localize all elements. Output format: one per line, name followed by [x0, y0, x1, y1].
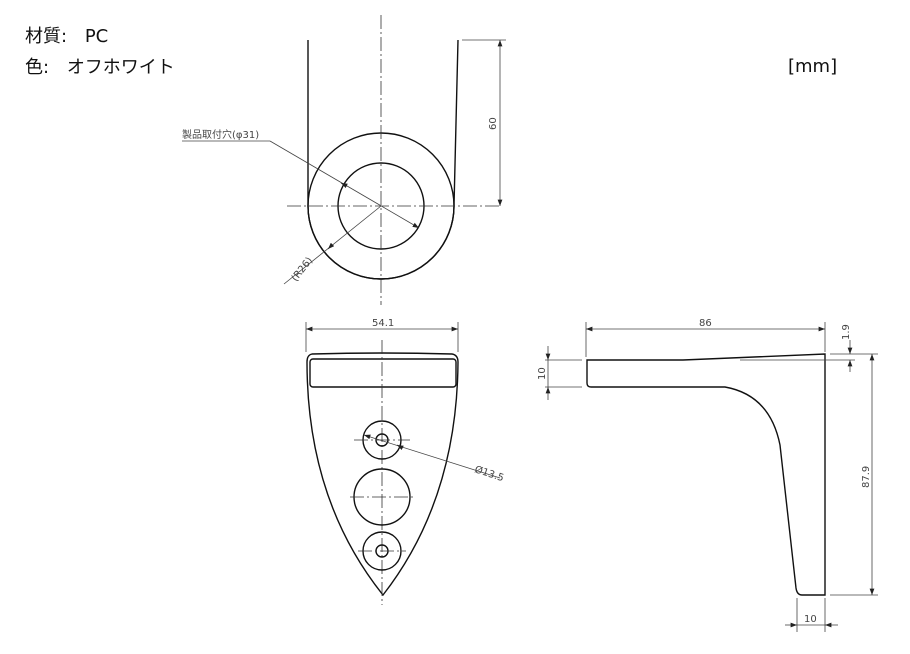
height-dim-text-side: 87.9 [861, 466, 872, 488]
radius-label: (R26) [290, 255, 316, 284]
base-dim-text: 10 [804, 614, 817, 625]
front-outline [307, 39, 459, 280]
material-spec: 材質: PC [25, 22, 108, 48]
thickness-dim-text: 10 [537, 367, 548, 380]
height-dim-text: 60 [488, 117, 499, 130]
side-view: 86 10 1.9 87.9 10 [537, 318, 878, 632]
hole-leader [269, 140, 420, 229]
bottom-outline [306, 352, 459, 597]
side-outline [586, 353, 826, 596]
length-dim-text: 86 [699, 318, 712, 329]
material-value: PC [84, 26, 109, 47]
hole-label: 製品取付穴(φ31) [182, 128, 259, 141]
unit-label: [mm] [788, 56, 838, 77]
bottom-view: 54.1 Ø13.5 [305, 318, 505, 605]
material-label: 材質: [25, 26, 68, 47]
arm-face [309, 358, 457, 388]
color-label: 色: [25, 57, 50, 78]
color-value: オフホワイト [66, 57, 175, 78]
color-spec: 色: オフホワイト [25, 53, 175, 79]
front-view: 60 製品取付穴(φ31) (R26) [182, 15, 506, 305]
taper-dim-text: 1.9 [841, 324, 852, 340]
width-dim-text: 54.1 [372, 318, 394, 329]
hole-dim-text: Ø13.5 [473, 463, 505, 484]
hole-dim-leader [363, 434, 501, 479]
